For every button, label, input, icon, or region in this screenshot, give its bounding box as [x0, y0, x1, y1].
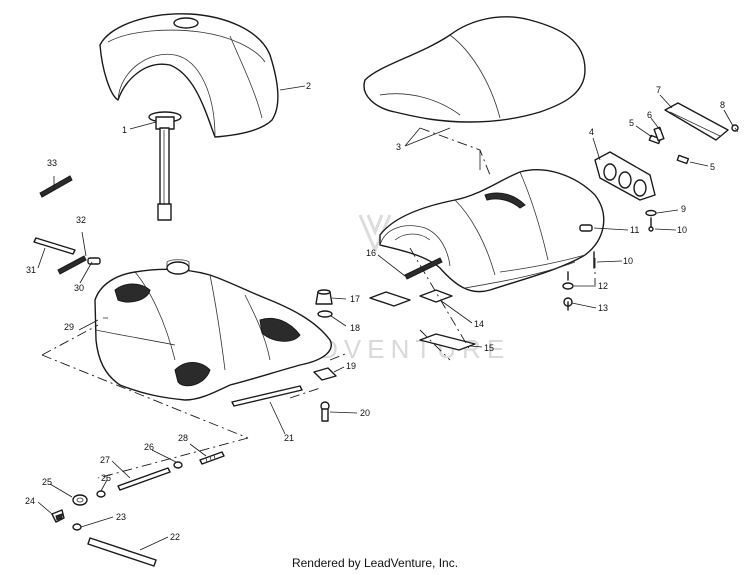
part-26-cap-upper[interactable] [173, 461, 183, 469]
callout-6: 6 [647, 110, 652, 120]
leader-lines [37, 85, 734, 551]
callout-2: 2 [306, 81, 311, 91]
callout-24: 24 [25, 496, 35, 506]
part-25-bushing[interactable] [72, 494, 88, 506]
part-22-hose[interactable] [87, 537, 157, 567]
callout-32: 32 [76, 215, 86, 225]
callout-31: 31 [26, 265, 36, 275]
part-4-tail-light[interactable] [594, 151, 656, 201]
callout-21: 21 [284, 433, 294, 443]
part-5-bulb-lower[interactable] [676, 154, 690, 165]
callout-30: 30 [74, 283, 84, 293]
part-3-seat-cover[interactable] [363, 16, 586, 123]
part-30-fitting[interactable] [87, 257, 101, 265]
part-31-rod[interactable] [33, 237, 76, 255]
part-20-bolt[interactable] [320, 401, 330, 422]
callout-29: 29 [64, 322, 74, 332]
footer-credit: Rendered by LeadVenture, Inc. [291, 556, 459, 570]
callout-33: 33 [47, 158, 57, 168]
callout-22: 22 [170, 532, 180, 542]
part-19-pad[interactable] [313, 367, 337, 381]
callout-12: 12 [598, 281, 608, 291]
callout-26-upper: 26 [144, 442, 154, 452]
callout-labels: 1 2 3 4 5 5 6 7 8 9 10 10 11 12 13 14 15… [25, 81, 725, 542]
callout-15: 15 [484, 343, 494, 353]
part-24-clamp[interactable] [51, 509, 65, 523]
part-33-clip[interactable] [39, 175, 73, 198]
part-27-rod[interactable] [117, 467, 171, 491]
callout-11: 11 [630, 225, 639, 235]
callout-25: 25 [42, 477, 52, 487]
callout-10-upper: 10 [677, 225, 687, 235]
callout-23: 23 [116, 512, 126, 522]
part-32-strap[interactable] [57, 255, 87, 275]
part-9-washer[interactable] [645, 209, 657, 217]
part-18-washer[interactable] [317, 310, 333, 318]
part-2-tank-shroud[interactable] [99, 13, 279, 138]
part-6-socket[interactable] [653, 126, 665, 142]
callout-3: 3 [396, 142, 401, 152]
part-26-cap-lower[interactable] [96, 490, 106, 498]
part-11-label[interactable] [579, 224, 593, 232]
callout-26-lower: 26 [101, 473, 111, 483]
part-5-bulb-upper[interactable] [648, 134, 662, 145]
callout-10-lower: 10 [623, 256, 633, 266]
callout-8: 8 [720, 100, 725, 110]
part-8-screw[interactable] [731, 124, 739, 133]
part-23-washer[interactable] [72, 523, 82, 531]
callout-4: 4 [589, 127, 594, 137]
part-13-bolt[interactable] [563, 297, 573, 311]
part-1-fuel-sender[interactable] [148, 111, 182, 221]
part-15-pad[interactable] [419, 333, 476, 351]
callout-28: 28 [178, 433, 188, 443]
part-29-fuel-tank[interactable] [94, 259, 332, 401]
callout-20: 20 [360, 408, 370, 418]
part-7-lens[interactable] [664, 102, 729, 141]
callout-27: 27 [100, 455, 110, 465]
callout-1: 1 [122, 125, 127, 135]
part-14-pad[interactable] [369, 289, 453, 307]
callout-9: 9 [681, 204, 686, 214]
part-21-strip[interactable] [231, 385, 303, 407]
callout-17: 17 [350, 294, 360, 304]
part-12-nut[interactable] [562, 271, 574, 290]
part-28-pin[interactable] [199, 451, 225, 465]
callout-5-lower: 5 [710, 162, 715, 172]
callout-13: 13 [598, 303, 608, 313]
callout-18: 18 [350, 323, 360, 333]
part-10-screw-upper[interactable] [648, 217, 654, 232]
callout-5-upper: 5 [629, 118, 634, 128]
callout-16: 16 [366, 248, 376, 258]
callout-19: 19 [346, 361, 356, 371]
part-17-nut[interactable] [315, 289, 333, 305]
part-16-strap[interactable] [404, 257, 443, 280]
callout-7: 7 [656, 85, 661, 95]
callout-14: 14 [474, 319, 484, 329]
